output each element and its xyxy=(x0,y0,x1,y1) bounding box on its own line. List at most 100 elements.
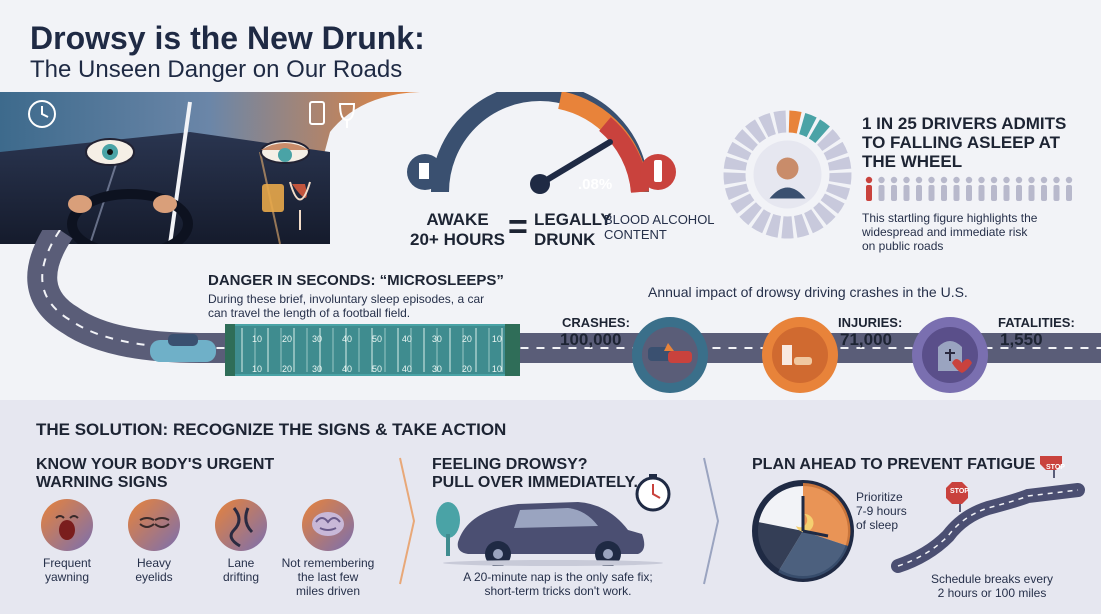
gauge-reading: .08% xyxy=(578,176,613,193)
sleep-clock-and-road xyxy=(752,456,1085,582)
ring-segment xyxy=(808,119,830,144)
sign-yawning: Frequent yawning xyxy=(42,556,92,584)
signs-heading: KNOW YOUR BODY'S URGENT WARNING SIGNS xyxy=(36,456,275,491)
crashes-label: CRASHES: xyxy=(562,315,630,330)
football-field-yardlines xyxy=(241,328,503,372)
yard-number: 30 xyxy=(431,334,442,344)
pullover-heading: FEELING DROWSY? PULL OVER IMMEDIATELY. xyxy=(432,456,638,491)
sign-eyelids: Heavy eyelids xyxy=(135,556,173,584)
ring-segment xyxy=(730,193,755,214)
sleep-text: Prioritize 7-9 hours of sleep xyxy=(856,490,907,532)
ring-segment xyxy=(827,156,852,171)
ring-segment xyxy=(751,209,771,234)
ring-segment xyxy=(773,110,787,134)
solution-heading: THE SOLUTION: RECOGNIZE THE SIGNS & TAKE… xyxy=(36,420,507,439)
parked-car-illustration xyxy=(436,474,671,566)
ring-segment xyxy=(823,141,848,161)
page-subtitle: The Unseen Danger on Our Roads xyxy=(30,56,403,83)
yard-number: 10 xyxy=(491,334,502,344)
bac-label: BLOOD ALCOHOL CONTENT xyxy=(604,212,715,242)
chevron-right-icon xyxy=(399,457,416,585)
person-icon xyxy=(1015,176,1023,201)
one-in-25-ring xyxy=(723,110,852,239)
yard-number: 20 xyxy=(281,364,292,374)
ring-segment xyxy=(758,113,776,138)
ring-segment xyxy=(826,183,850,201)
ring-segment xyxy=(745,119,767,144)
ring-segment xyxy=(828,172,852,185)
sign-not-remembering: Not remembering the last few miles drive… xyxy=(281,556,375,598)
yard-number: 30 xyxy=(431,364,442,374)
page-title: Drowsy is the New Drunk: xyxy=(30,20,425,56)
ring-segment xyxy=(820,193,845,214)
person-icon xyxy=(928,176,935,201)
driver-body xyxy=(769,187,806,199)
person-icon xyxy=(1040,176,1048,201)
plan-heading: PLAN AHEAD TO PREVENT FATIGUE xyxy=(752,456,1036,473)
person-icon xyxy=(1003,176,1010,201)
people-row xyxy=(865,176,1073,201)
injuries-label: INJURIES: xyxy=(838,315,903,330)
stop-sign-label: STOP xyxy=(1046,464,1065,471)
person-icon xyxy=(965,176,973,201)
fatalities-label: FATALITIES: xyxy=(998,315,1075,330)
microsleeps-heading: DANGER IN SECONDS: “MICROSLEEPS” xyxy=(208,272,504,289)
ring-segment xyxy=(723,172,747,185)
breaks-text: Schedule breaks every 2 hours or 100 mil… xyxy=(930,572,1054,600)
yard-number: 10 xyxy=(252,334,263,344)
ring-segment xyxy=(725,183,749,201)
ring-segment xyxy=(794,213,810,238)
person-icon xyxy=(878,176,885,201)
crashes-value: 100,000 xyxy=(560,330,622,349)
ring-segment xyxy=(765,213,781,238)
yard-number: 10 xyxy=(491,364,502,374)
fatalities-value: 1,550 xyxy=(1000,330,1043,349)
person-icon xyxy=(903,176,910,201)
awake-label: AWAKE 20+ HOURS xyxy=(410,210,505,249)
person-icon xyxy=(1065,176,1073,201)
field-yard-top: 10 20 30 40 50 40 30 20 10 xyxy=(252,334,502,344)
person-icon xyxy=(890,176,898,201)
yard-number: 20 xyxy=(281,334,292,344)
stop-sign-label: STOP xyxy=(950,488,969,495)
ring-segment xyxy=(788,110,802,134)
injuries-value: 71,000 xyxy=(840,330,892,349)
person-icon xyxy=(1053,176,1060,201)
person-icon xyxy=(978,176,985,201)
microsleeps-body: During these brief, involuntary sleep ep… xyxy=(208,292,485,320)
admission-headline: 1 IN 25 DRIVERS ADMITS TO FALLING ASLEEP… xyxy=(862,114,1067,171)
yard-number: 30 xyxy=(311,334,322,344)
bac-gauge xyxy=(407,92,676,194)
ring-segment xyxy=(813,202,836,226)
yard-number: 10 xyxy=(252,364,263,374)
ring-segment xyxy=(734,129,758,151)
person-icon xyxy=(990,176,998,201)
yard-number: 40 xyxy=(341,334,352,344)
equals-sign: = xyxy=(508,208,528,246)
warning-sign-icons xyxy=(41,499,354,551)
person-icon xyxy=(953,176,960,201)
person-icon xyxy=(915,176,923,201)
chevron-right-icon xyxy=(703,457,720,585)
person-icon xyxy=(1028,176,1035,201)
yard-number: 40 xyxy=(401,334,412,344)
pullover-body: A 20-minute nap is the only safe fix; sh… xyxy=(463,570,653,598)
sign-lane-drifting: Lane drifting xyxy=(222,556,260,584)
ring-segment xyxy=(723,156,748,171)
person-icon xyxy=(940,176,948,201)
admission-body: This startling figure highlights the wid… xyxy=(862,211,1038,253)
yard-number: 40 xyxy=(341,364,352,374)
yard-number: 30 xyxy=(311,364,322,374)
person-icon xyxy=(865,176,873,201)
driver-view-illustration xyxy=(0,92,420,244)
yard-number: 20 xyxy=(461,364,472,374)
impact-heading: Annual impact of drowsy driving crashes … xyxy=(648,284,968,300)
drunk-label: LEGALLY DRUNK xyxy=(534,210,612,249)
yard-number: 50 xyxy=(371,334,382,344)
yard-number: 50 xyxy=(371,364,382,374)
ring-segment xyxy=(804,209,824,234)
ring-segment xyxy=(799,113,817,138)
ring-segment xyxy=(781,216,794,239)
yard-number: 20 xyxy=(461,334,472,344)
